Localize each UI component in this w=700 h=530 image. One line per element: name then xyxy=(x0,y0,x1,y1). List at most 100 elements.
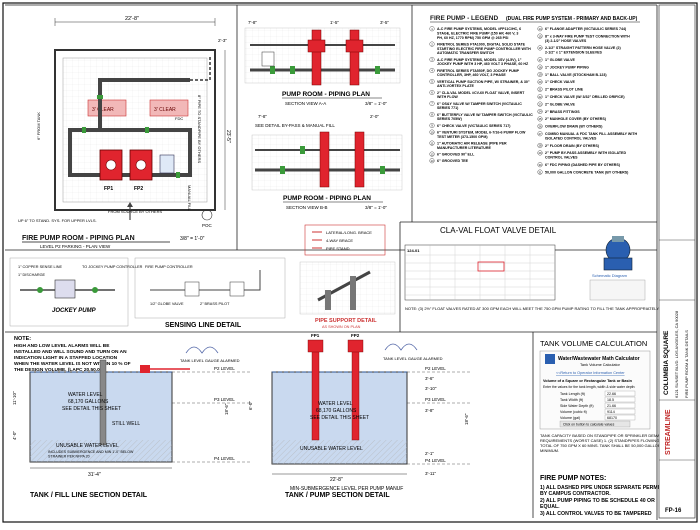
tank-pump-section: FP1 FP2 TANK LEVEL GAUGE ALARMED WATER L… xyxy=(248,333,470,499)
legend-number: 12 xyxy=(430,152,434,156)
sensing-note-2: 1/2" GLOBE VALVE xyxy=(150,302,184,306)
label-clear-2: 3' CLEAR xyxy=(154,107,176,113)
legend-number-marker xyxy=(429,26,435,32)
legend-number: 17 xyxy=(538,58,542,62)
pipe-support-legend-2: PIPE STAND xyxy=(326,246,350,251)
dim-a-1: 1'-5" xyxy=(330,20,339,25)
sensing-line-detail: FIRE PUMP CONTROLLER 2" BRASS PILOT 1/2"… xyxy=(134,257,286,329)
legend-item-col2: ISOLATED CONTROL VALVES xyxy=(545,136,597,140)
tank-still-well: STILL WELL xyxy=(112,421,140,427)
legend-number-marker xyxy=(537,101,543,107)
tank-dim-0: 31'-4" xyxy=(88,472,101,478)
dim-top: 22'-8" xyxy=(125,16,139,22)
note-body: HIGH AND LOW LEVEL ALARMS WILL BEINSTALL… xyxy=(14,343,131,373)
jockey-note-0: 1" COPPER SENSE LINE xyxy=(18,265,62,269)
note-label: NOTE: xyxy=(14,336,31,342)
label-fp2: FP2 xyxy=(134,186,143,192)
legend-number: 19 xyxy=(538,73,542,77)
calc-field-label: Side Water Depth (ft) xyxy=(560,404,594,408)
claval-caption: Schematic Diagram xyxy=(592,273,628,278)
legend-number-marker xyxy=(537,169,543,175)
pump-note-line: 2) ALL PUMP PIPING TO BE SCHEDULE 40 OR xyxy=(540,498,655,504)
section-a-scale: 3/8" = 1'-0" xyxy=(365,101,387,106)
legend-item-col1: SERIES 771) xyxy=(437,106,459,110)
legend-item-col2: COMBO MANUAL & FDC TANK FILL ASSEMBLY WI… xyxy=(545,132,638,136)
legend-number-marker xyxy=(429,140,435,146)
tank-calc-link[interactable]: <<Return to Operator Information Center xyxy=(556,371,625,375)
plan-scale: 3/8" = 1'-0" xyxy=(180,236,205,242)
section-b-scale: 3/8" = 1'-0" xyxy=(365,205,387,210)
legend-number: 5 xyxy=(431,80,433,84)
calc-field-input[interactable] xyxy=(604,408,636,415)
legend-number-marker xyxy=(537,162,543,168)
legend-item-col1: TEST METER (373-1500 GPM) xyxy=(437,135,488,139)
note-line: INSTALLED AND WILL SOUND AND TURN ON AN xyxy=(14,349,127,355)
label-fp2-section: FP2 xyxy=(351,333,360,338)
tp-dim-5: 3'-8" xyxy=(425,408,434,413)
legend-number: 29 xyxy=(538,151,542,155)
jockey-note-1: 1" DISCHARGE xyxy=(18,273,46,277)
legend-item-col1: FIRETROL SERIES FTA550F, DG JOCKEY PUMP xyxy=(437,69,520,73)
calc-field-input[interactable] xyxy=(604,390,636,397)
calc-button[interactable] xyxy=(559,420,631,428)
label-from-tank: 6" FROM TANK xyxy=(36,112,41,140)
section-a-title: PUMP ROOM - PIPING PLAN xyxy=(282,91,370,98)
riser-b2 xyxy=(354,131,365,188)
general-note: NOTE: HIGH AND LOW LEVEL ALARMS WILL BEI… xyxy=(14,336,131,373)
fire-pump-room-plan: 3' CLEAR 3' CLEAR FP1 FP2 22'-8" 23'-5" xyxy=(18,16,231,249)
jockey-pump-body xyxy=(54,279,76,299)
section-b-subtitle: SECTION VIEW B-B xyxy=(286,205,328,210)
capacity-note-line: TOTAL OF 750 GPM X 60 MINS. TANK SHALL B… xyxy=(540,443,664,448)
legend-item-col1: JOCKEY PUMP WITH 3 HP, 460 VOLT 3 PHASE,… xyxy=(437,62,529,66)
tank-p4-level: P4 LEVEL xyxy=(214,456,235,461)
legend-item-col2: 6" FDC PIPING (DASHED PIPE BY OTHERS) xyxy=(545,163,621,167)
legend-number: 28 xyxy=(538,144,542,148)
legend-number: 20 xyxy=(538,80,542,84)
plan-subtitle: LEVEL P2 PARKING - PLAN VIEW xyxy=(40,244,111,249)
label-manual-fill: MANUAL FILL xyxy=(187,185,192,211)
tank-level-title: TANK / FILL LINE SECTION DETAIL xyxy=(30,492,148,499)
jockey-label: JOCKEY PUMP xyxy=(52,308,97,314)
tank-dim-2: 4'-0" xyxy=(12,431,17,440)
revision-cloud-1 xyxy=(185,346,219,354)
pipe-support-legend-1: 4-WAY BRACE xyxy=(326,238,353,243)
legend-item-col1: PH, 60 HZ, 1770 RPM) 750 GPM @ 265 PSI xyxy=(437,36,508,40)
legend-number-marker xyxy=(429,78,435,84)
calc-field-input[interactable] xyxy=(604,396,636,403)
legend-title: FIRE PUMP - LEGEND xyxy=(430,15,498,22)
legend-number: 10 xyxy=(430,130,434,134)
calc-field-input[interactable] xyxy=(604,402,636,409)
tank-pump-title: TANK / PUMP SECTION DETAIL xyxy=(285,492,390,499)
legend-number-marker xyxy=(537,94,543,100)
tank-pump-unusable: UNUSABLE WATER LEVEL xyxy=(300,446,363,452)
legend-item-col1: SERIES 705W) xyxy=(437,117,463,121)
tank-p2-level: P2 LEVEL xyxy=(214,366,235,371)
tp-dim-4: 3'-10" xyxy=(425,386,437,391)
legend-number-marker xyxy=(537,116,543,122)
legend-number: 31 xyxy=(538,170,542,174)
legend-number: 21 xyxy=(538,88,542,92)
legend-number: 25 xyxy=(538,117,542,121)
legend-item-col2: (3) 2-1/2" HOSE VALVES xyxy=(545,39,587,43)
legend-item-col2: 50,000 GALLON CONCRETE TANK (BY OTHERS) xyxy=(545,170,629,174)
unusable-sub-line: INCLUDES SUBMERGENCE AND MIN 1'-0" BELOW xyxy=(48,450,134,454)
tank-pump-p3: P3 LEVEL xyxy=(425,397,446,402)
calc-field-input[interactable] xyxy=(604,414,636,421)
plan-title: FIRE PUMP ROOM - PIPING PLAN xyxy=(22,235,135,242)
legend-item-col2: CONTROL VALVES xyxy=(545,156,578,160)
pump-note-line: BY CAMPUS CONTRACTOR. xyxy=(540,491,611,497)
capacity-note-line: REQUIREMENTS (WORST CASE) 1. (2) STANDPI… xyxy=(540,438,663,443)
pipe-support-detail: LATERAL/LONG. BRACE 4-WAY BRACE PIPE STA… xyxy=(299,224,396,329)
legend-number: 11 xyxy=(431,141,434,145)
legend-item-col2: 1" CHECK VALVE xyxy=(545,80,576,84)
valve-markers xyxy=(82,95,180,178)
claval-table-grid xyxy=(405,245,555,300)
legend-item-col1: 6" CHECK VALVE (VICTAULIC SERIES 717) xyxy=(437,124,511,128)
legend-item-col2: 2-1/2" STRAIGHT PATTERN HOSE VALVE (2) xyxy=(545,46,622,50)
calc-field-label: Tank Width (ft) xyxy=(560,398,583,402)
legend-number: 3 xyxy=(431,58,433,62)
label-poc: POC xyxy=(202,223,213,228)
legend-number-marker xyxy=(429,158,435,164)
